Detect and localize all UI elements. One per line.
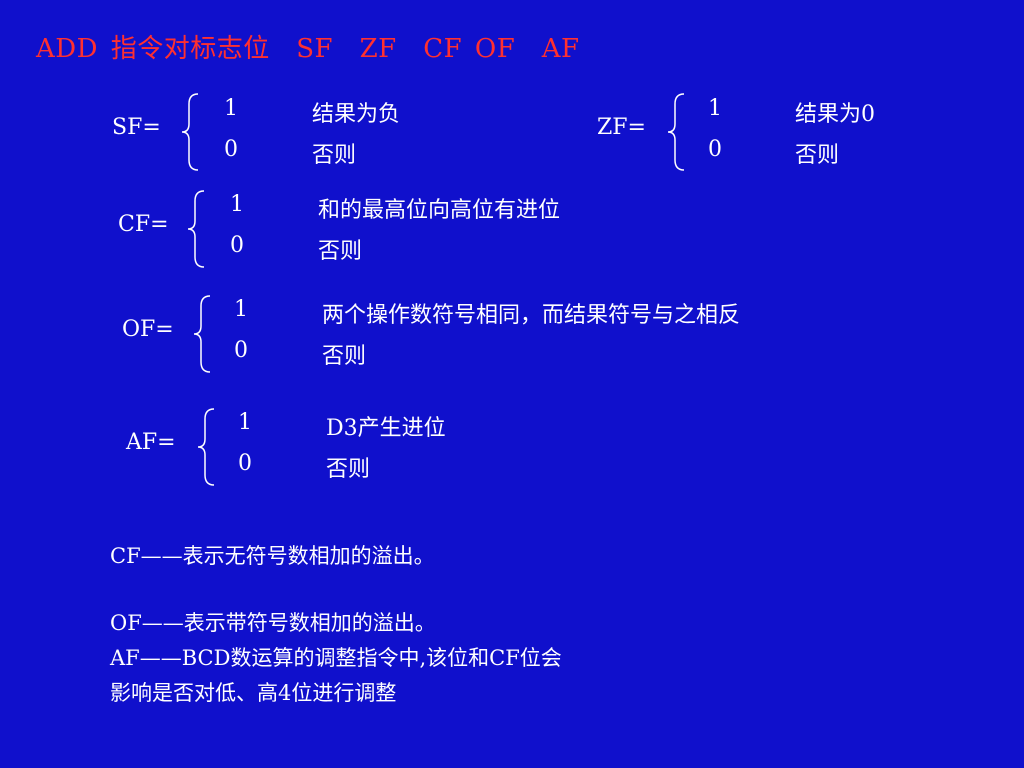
- of-label: OF=: [122, 317, 174, 342]
- slide-title: ADD 指令对标志位 SF ZF CF OF AF: [36, 34, 580, 64]
- sf-value-1: 1: [224, 96, 238, 121]
- af-label: AF=: [126, 430, 176, 455]
- sf-label: SF=: [112, 115, 161, 140]
- af-value-1: 1: [238, 410, 252, 435]
- of-text-1: 两个操作数符号相同，而结果符号与之相反: [322, 303, 741, 328]
- of-brace: [193, 295, 211, 373]
- of-text-0: 否则: [322, 344, 367, 369]
- af-value-0: 0: [238, 451, 252, 476]
- af-brace: [197, 408, 215, 486]
- cf-value-0: 0: [230, 233, 244, 258]
- note-of: OF——表示带符号数相加的溢出。: [110, 611, 436, 635]
- af-text-1: D3产生进位: [326, 416, 446, 441]
- cf-text-0: 否则: [318, 239, 363, 264]
- note-af-line1: AF——BCD数运算的调整指令中,该位和CF位会: [110, 646, 562, 670]
- zf-label: ZF=: [597, 115, 646, 140]
- cf-text-1: 和的最高位向高位有进位: [318, 198, 561, 223]
- note-af-line2: 影响是否对低、高4位进行调整: [110, 681, 397, 705]
- cf-value-1: 1: [230, 192, 244, 217]
- zf-brace: [667, 93, 685, 171]
- cf-brace: [187, 190, 205, 268]
- zf-text-0: 否则: [795, 143, 840, 168]
- sf-value-0: 0: [224, 137, 238, 162]
- sf-text-0: 否则: [312, 143, 357, 168]
- of-value-1: 1: [234, 297, 248, 322]
- zf-value-0: 0: [708, 137, 722, 162]
- af-text-0: 否则: [326, 457, 371, 482]
- zf-value-1: 1: [708, 96, 722, 121]
- sf-text-1: 结果为负: [312, 102, 401, 127]
- zf-text-1: 结果为0: [795, 102, 875, 127]
- of-value-0: 0: [234, 338, 248, 363]
- cf-label: CF=: [118, 212, 169, 237]
- sf-brace: [181, 93, 199, 171]
- note-cf: CF——表示无符号数相加的溢出。: [110, 544, 435, 568]
